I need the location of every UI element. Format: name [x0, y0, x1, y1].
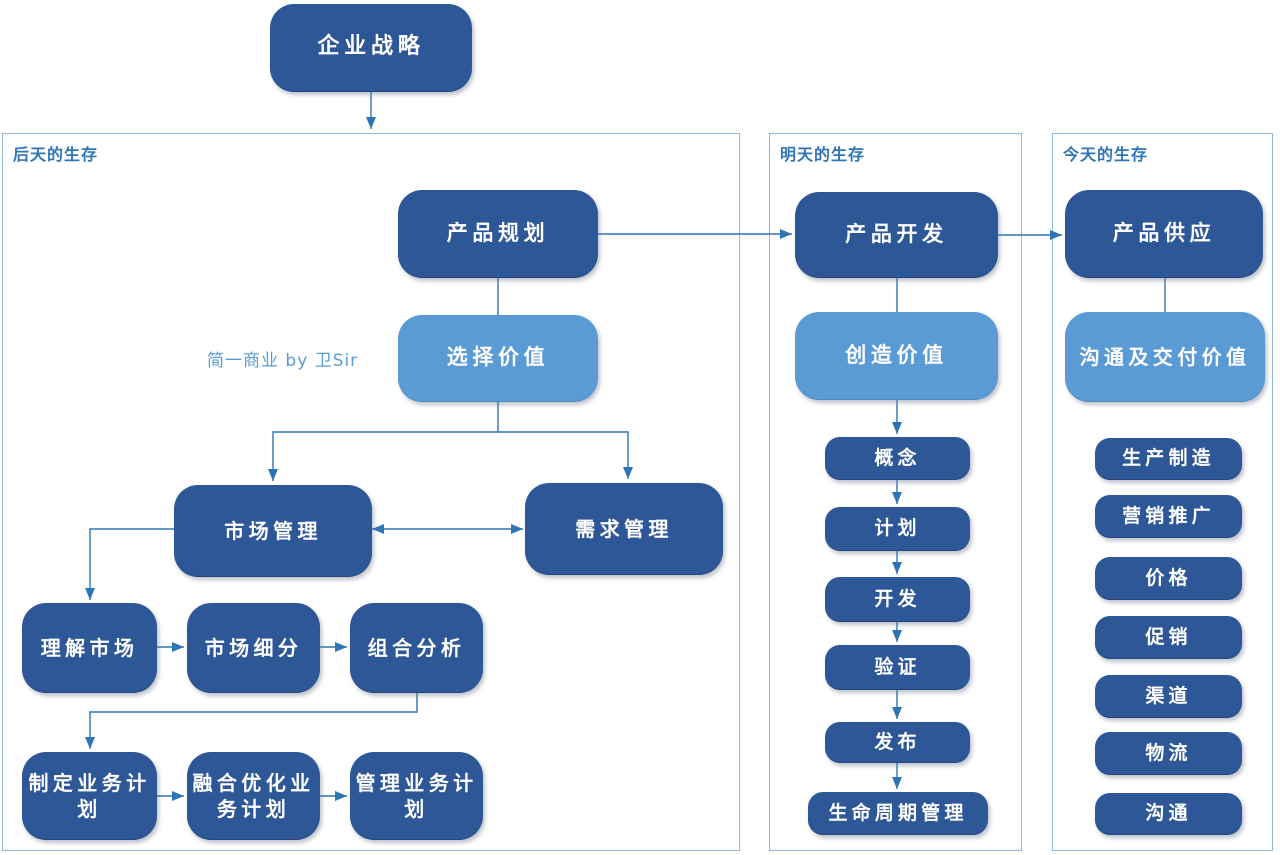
section-label-day-after-tomorrow-survival: 后天的生存 [13, 145, 99, 164]
select-value-node: 选择价值 [398, 315, 598, 402]
section-label-tomorrow-survival: 明天的生存 [780, 145, 866, 164]
development-node: 开发 [825, 577, 970, 622]
logistics-node: 物流 [1095, 732, 1242, 775]
section-today-survival: 今天的生存 [1052, 133, 1273, 851]
market-segmentation-node: 市场细分 [187, 603, 320, 693]
communication-node: 沟通 [1095, 793, 1242, 835]
marketing-promotion-node: 营销推广 [1095, 495, 1242, 538]
demand-management-node: 需求管理 [525, 483, 723, 575]
connector-market-mgmt-to-understand [85, 528, 174, 600]
connector-select-value-to-demand-mgmt [498, 431, 633, 479]
product-supply-node: 产品供应 [1065, 190, 1263, 278]
concept-node: 概念 [825, 437, 970, 480]
watermark-text: 简一商业 by 卫Sir [207, 351, 359, 371]
channel-node: 渠道 [1095, 675, 1242, 718]
communicate-deliver-value-node: 沟通及交付价值 [1065, 312, 1265, 402]
section-label-today-survival: 今天的生存 [1063, 145, 1149, 164]
portfolio-analysis-node: 组合分析 [350, 603, 483, 693]
manage-business-plan-node: 管理业务计划 [350, 752, 483, 840]
enterprise-strategy-node: 企业战略 [270, 4, 472, 92]
release-node: 发布 [825, 722, 970, 763]
product-development-node: 产品开发 [795, 192, 998, 278]
create-value-node: 创造价值 [795, 312, 998, 400]
section-day-after-tomorrow-survival: 后天的生存 [2, 133, 740, 851]
product-planning-node: 产品规划 [398, 190, 598, 278]
connector-portfolio-to-develop-plan [85, 693, 418, 749]
promotion-node: 促销 [1095, 616, 1242, 659]
understand-market-node: 理解市场 [22, 603, 157, 693]
market-management-node: 市场管理 [174, 485, 372, 577]
manufacturing-node: 生产制造 [1095, 438, 1242, 480]
plan-node: 计划 [825, 507, 970, 551]
integrate-optimize-business-plan-node: 融合优化业务计划 [187, 752, 320, 840]
price-node: 价格 [1095, 557, 1242, 600]
lifecycle-management-node: 生命周期管理 [808, 792, 988, 835]
connector-select-value-to-market-mgmt [268, 402, 499, 481]
verification-node: 验证 [825, 645, 970, 690]
develop-business-plan-node: 制定业务计划 [22, 752, 157, 840]
section-tomorrow-survival: 明天的生存 [769, 133, 1022, 851]
